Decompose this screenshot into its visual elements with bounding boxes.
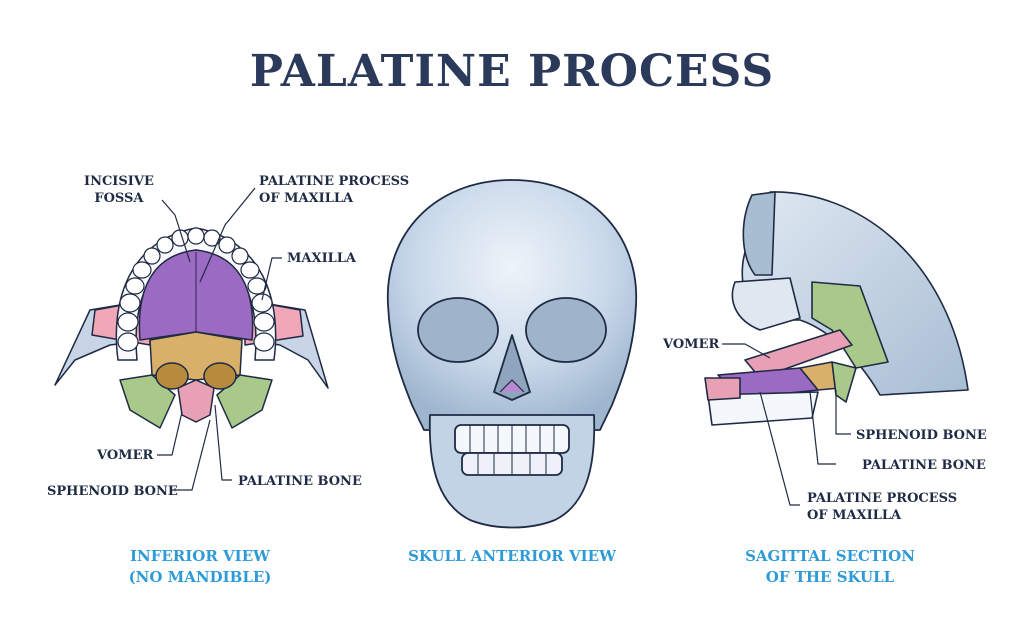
label-incisive-fossa-line2: FOSSA bbox=[94, 191, 144, 206]
label-palatine-bone-sagittal: PALATINE BONE bbox=[862, 458, 986, 473]
label-palatine-process-inferior: PALATINE PROCESS OF MAXILLA bbox=[259, 173, 409, 207]
label-palatine-process-inferior-line1: PALATINE PROCESS bbox=[259, 174, 410, 189]
label-incisive-fossa-line1: INCISIVE bbox=[84, 174, 154, 189]
caption-anterior-view: SKULL ANTERIOR VIEW bbox=[408, 547, 616, 565]
label-palatine-process-sagittal-line1: PALATINE PROCESS bbox=[807, 491, 958, 506]
sagittal-section-figure bbox=[704, 191, 969, 506]
label-sphenoid-sagittal: SPHENOID BONE bbox=[856, 428, 987, 443]
page-title: PALATINE PROCESS bbox=[249, 46, 775, 97]
caption-inferior-line1: INFERIOR VIEW bbox=[130, 547, 270, 565]
vomer-region bbox=[177, 379, 215, 423]
sphenoid-region-left bbox=[119, 374, 176, 429]
nasal-cavity bbox=[493, 334, 531, 401]
label-palatine-process-sagittal: PALATINE PROCESS OF MAXILLA bbox=[807, 490, 957, 524]
left-orbit bbox=[417, 297, 499, 363]
sagittal-gum bbox=[704, 377, 741, 401]
label-sphenoid-inferior: SPHENOID BONE bbox=[47, 484, 178, 499]
caption-sagittal-line1: SAGITTAL SECTION bbox=[745, 547, 915, 565]
label-palatine-bone-inferior: PALATINE BONE bbox=[238, 474, 362, 489]
inferior-view-figure bbox=[54, 187, 329, 491]
label-palatine-process-sagittal-line2: OF MAXILLA bbox=[807, 508, 902, 523]
right-orbit bbox=[525, 297, 607, 363]
caption-inferior-line2: (NO MANDIBLE) bbox=[128, 568, 272, 586]
nasal-bone bbox=[731, 277, 801, 331]
label-vomer-sagittal: VOMER bbox=[663, 337, 720, 352]
label-maxilla: MAXILLA bbox=[287, 251, 357, 266]
label-vomer-inferior: VOMER bbox=[97, 448, 154, 463]
sphenoid-plate bbox=[831, 361, 857, 403]
label-incisive-fossa: INCISIVE FOSSA bbox=[84, 173, 154, 207]
caption-inferior-view: INFERIOR VIEW (NO MANDIBLE) bbox=[90, 546, 310, 588]
sagittal-upper-teeth bbox=[707, 391, 819, 426]
caption-sagittal-line2: OF THE SKULL bbox=[765, 568, 895, 586]
sphenoid-region-right bbox=[216, 374, 273, 429]
anterior-skull-figure bbox=[387, 179, 637, 529]
frontal-sinus bbox=[742, 191, 776, 276]
caption-sagittal-view: SAGITTAL SECTION OF THE SKULL bbox=[720, 546, 940, 588]
label-palatine-process-inferior-line2: OF MAXILLA bbox=[259, 191, 354, 206]
